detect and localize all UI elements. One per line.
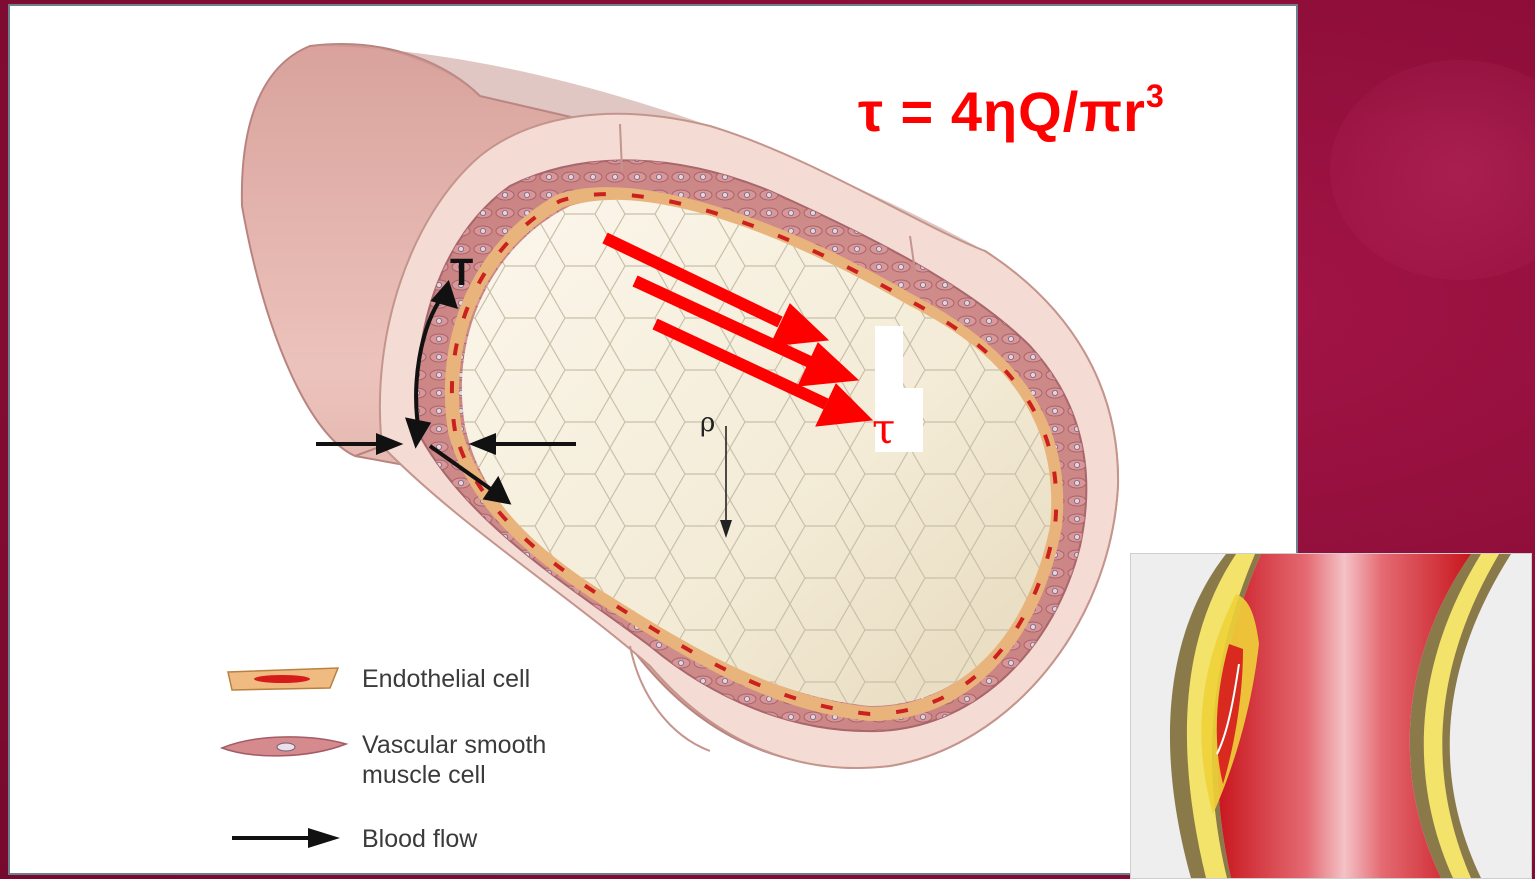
legend-label-smooth-muscle: Vascular smooth [362, 730, 546, 760]
shear-stress-formula: τ = 4ηQ/πr3 [858, 84, 1165, 140]
tension-label: T [450, 252, 473, 295]
legend-label-endothelial: Endothelial cell [362, 664, 530, 694]
plaque-illustration [1131, 554, 1531, 878]
artery-plaque-inset [1130, 553, 1532, 879]
formula-text: τ = 4ηQ/πr [858, 80, 1146, 143]
slide-background-glow [1330, 60, 1535, 280]
formula-exponent: 3 [1146, 78, 1165, 114]
endothelial-cell-icon [228, 668, 338, 690]
diagram-panel: τ = 4ηQ/πr3 T ρ τ Endothelial cell Vascu… [8, 4, 1298, 875]
blood-flow-arrow-icon [232, 828, 340, 848]
legend-label-blood-flow: Blood flow [362, 824, 477, 854]
legend-label-smooth-muscle-line2: muscle cell [362, 760, 486, 790]
shear-stress-label: τ [872, 404, 895, 453]
smooth-muscle-cell-icon [222, 737, 346, 756]
pressure-label: ρ [700, 408, 715, 438]
